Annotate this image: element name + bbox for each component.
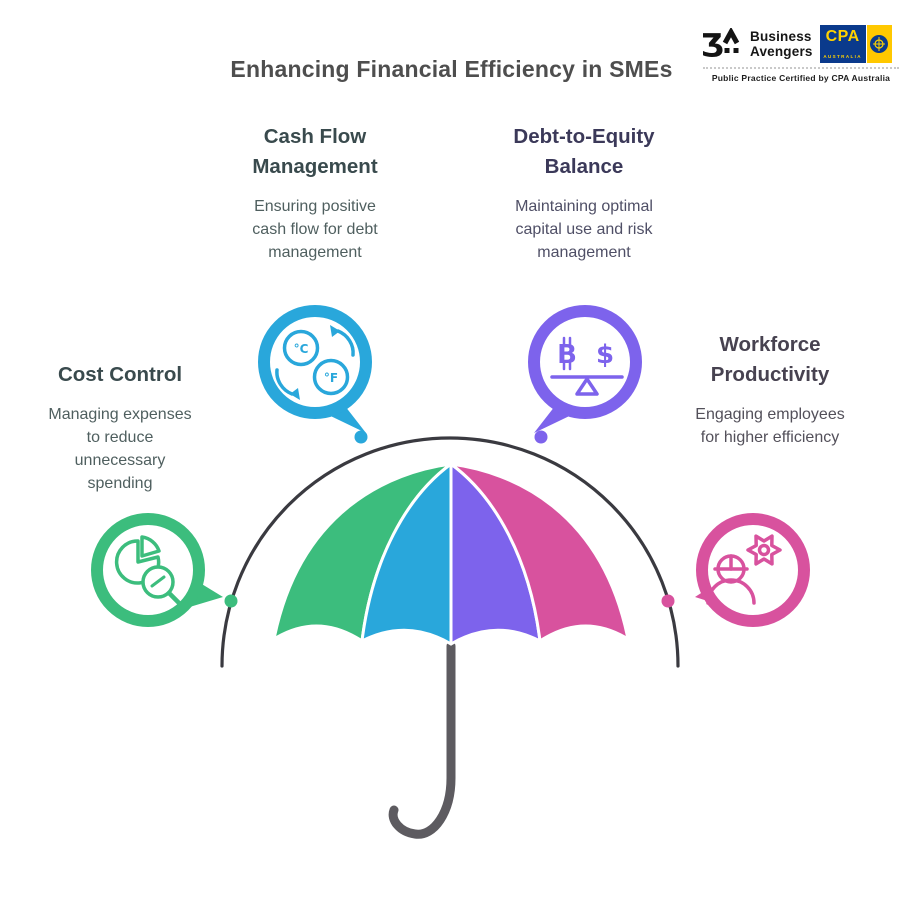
topic-title: Cost Control — [57, 363, 183, 386]
connector-dot-green — [224, 594, 238, 608]
topic-cost-control: Cost Control Managing expenses to reduce… — [20, 360, 220, 495]
topic-description: Ensuring positive cash flow for debt man… — [252, 198, 378, 261]
brand-name-line2: Avengers — [750, 44, 813, 59]
topic-description: Engaging employees for higher efficiency — [695, 406, 845, 446]
cpa-badge-blue-panel: CPA AUSTRALIA — [819, 25, 866, 63]
umbrella-graphic — [220, 430, 680, 839]
dollar-label: $ — [596, 340, 614, 370]
fahrenheit-label: °F — [324, 371, 338, 385]
topic-title: Workforce Productivity — [710, 333, 830, 386]
cpa-acronym: CPA — [825, 28, 860, 45]
cpa-emblem-icon — [870, 35, 889, 53]
umbrella-handle — [388, 641, 456, 839]
bubble-ring — [258, 305, 372, 419]
orbit-arc — [220, 436, 680, 668]
topic-workforce-productivity: Workforce Productivity Engaging employee… — [670, 330, 870, 449]
cost-control-bubble — [91, 513, 223, 627]
business-avengers-logo-icon: Ʒ — [703, 28, 740, 60]
workforce-bubble — [695, 513, 810, 627]
cpa-region: AUSTRALIA — [823, 54, 862, 59]
bubble-ring — [528, 305, 642, 419]
topic-title: Debt-to-Equity Balance — [513, 125, 655, 178]
topic-cash-flow-management: Cash Flow Management Ensuring positive c… — [215, 122, 415, 264]
logo-monogram: Ʒ — [703, 28, 724, 60]
cash-flow-bubble: °C °F — [258, 305, 372, 433]
brand-certification-text: Public Practice Certified by CPA Austral… — [711, 73, 891, 83]
topic-description: Managing expenses to reduce unnecessary … — [48, 406, 192, 492]
cpa-badge-emblem-panel — [866, 25, 892, 63]
pie-chart-magnifier-icon — [114, 535, 183, 607]
brand-name: Business Avengers — [750, 29, 813, 59]
temperature-conversion-icon — [275, 325, 355, 400]
connector-dot-blue — [354, 430, 368, 444]
page-title: Enhancing Financial Efficiency in SMEs — [230, 56, 673, 82]
brand-block: Ʒ Business Avengers CPA AUSTRALIA — [703, 25, 899, 83]
connector-dot-purple — [534, 430, 548, 444]
connector-dot-pink — [661, 594, 675, 608]
brand-divider — [703, 67, 899, 69]
bitcoin-label: B — [557, 340, 577, 370]
topic-debt-to-equity-balance: Debt-to-Equity Balance Maintaining optim… — [484, 122, 684, 264]
worker-gear-icon — [706, 534, 782, 605]
umbrella-panel-blue — [360, 462, 453, 646]
cpa-australia-badge: CPA AUSTRALIA — [819, 25, 892, 63]
celsius-label: °C — [294, 342, 309, 356]
bubble-ring — [696, 513, 810, 627]
topic-title: Cash Flow Management — [252, 125, 378, 178]
logo-caret-shape — [722, 28, 740, 45]
debt-equity-bubble: B $ — [528, 305, 642, 433]
umbrella-panel-pink — [449, 462, 630, 643]
brand-name-line1: Business — [750, 29, 812, 44]
balance-scale-icon — [550, 336, 624, 396]
topic-description: Maintaining optimal capital use and risk… — [515, 198, 653, 261]
